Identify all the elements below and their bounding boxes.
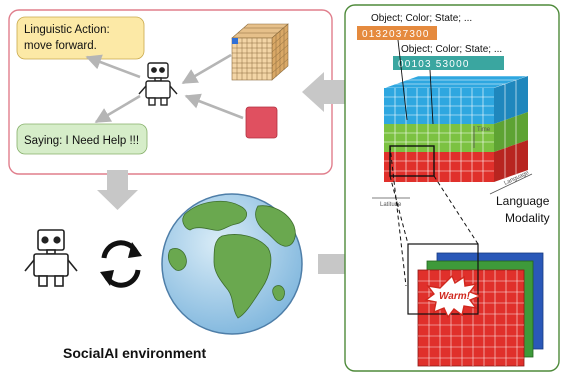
- environment-caption: SocialAI environment: [63, 345, 206, 361]
- agent-panel-arrows: [85, 53, 244, 124]
- channel-grid-stack: [407, 243, 544, 367]
- robot-icon: [138, 62, 178, 106]
- arrow-down-to-environment: [97, 170, 138, 210]
- cube-axes: [372, 126, 533, 199]
- modality-caption-line-2: Modality: [505, 211, 550, 225]
- arrow-to-agent-panel: [302, 72, 358, 112]
- second-code-box: [393, 56, 504, 70]
- action-bubble-line-1: Linguistic Action:: [24, 24, 110, 36]
- language-modality-3d-cube: [383, 39, 529, 182]
- warm-alert-burst: Warm!: [424, 274, 482, 319]
- red-square-icon: [245, 106, 278, 139]
- second-code-value: 00103 53000: [398, 59, 470, 70]
- environment-robot-icon: [24, 229, 78, 287]
- saying-bubble-text: Saying: I Need Help !!!: [24, 135, 139, 147]
- top-code-label: Object; Color; State; ...: [371, 13, 472, 24]
- linguistic-action-bubble: Linguistic Action: move forward.: [16, 16, 145, 60]
- observation-grid-cube-icon: [231, 23, 289, 81]
- axis-time-label: Time: [477, 127, 491, 133]
- projection-lines: [389, 145, 479, 287]
- earth-globe-icon: [161, 193, 303, 335]
- axis-latitude-label: Latitude: [380, 202, 402, 208]
- top-code-value: 0132037300: [362, 29, 430, 40]
- second-code-label: Object; Color; State; ...: [401, 44, 502, 55]
- top-code-box: [357, 26, 437, 40]
- action-bubble-line-2: move forward.: [24, 40, 97, 52]
- saying-bubble: Saying: I Need Help !!!: [16, 123, 148, 155]
- modality-caption-line-1: Language: [496, 194, 550, 208]
- cycle-arrows-icon: [100, 240, 142, 288]
- warm-alert-text: Warm!: [439, 291, 471, 302]
